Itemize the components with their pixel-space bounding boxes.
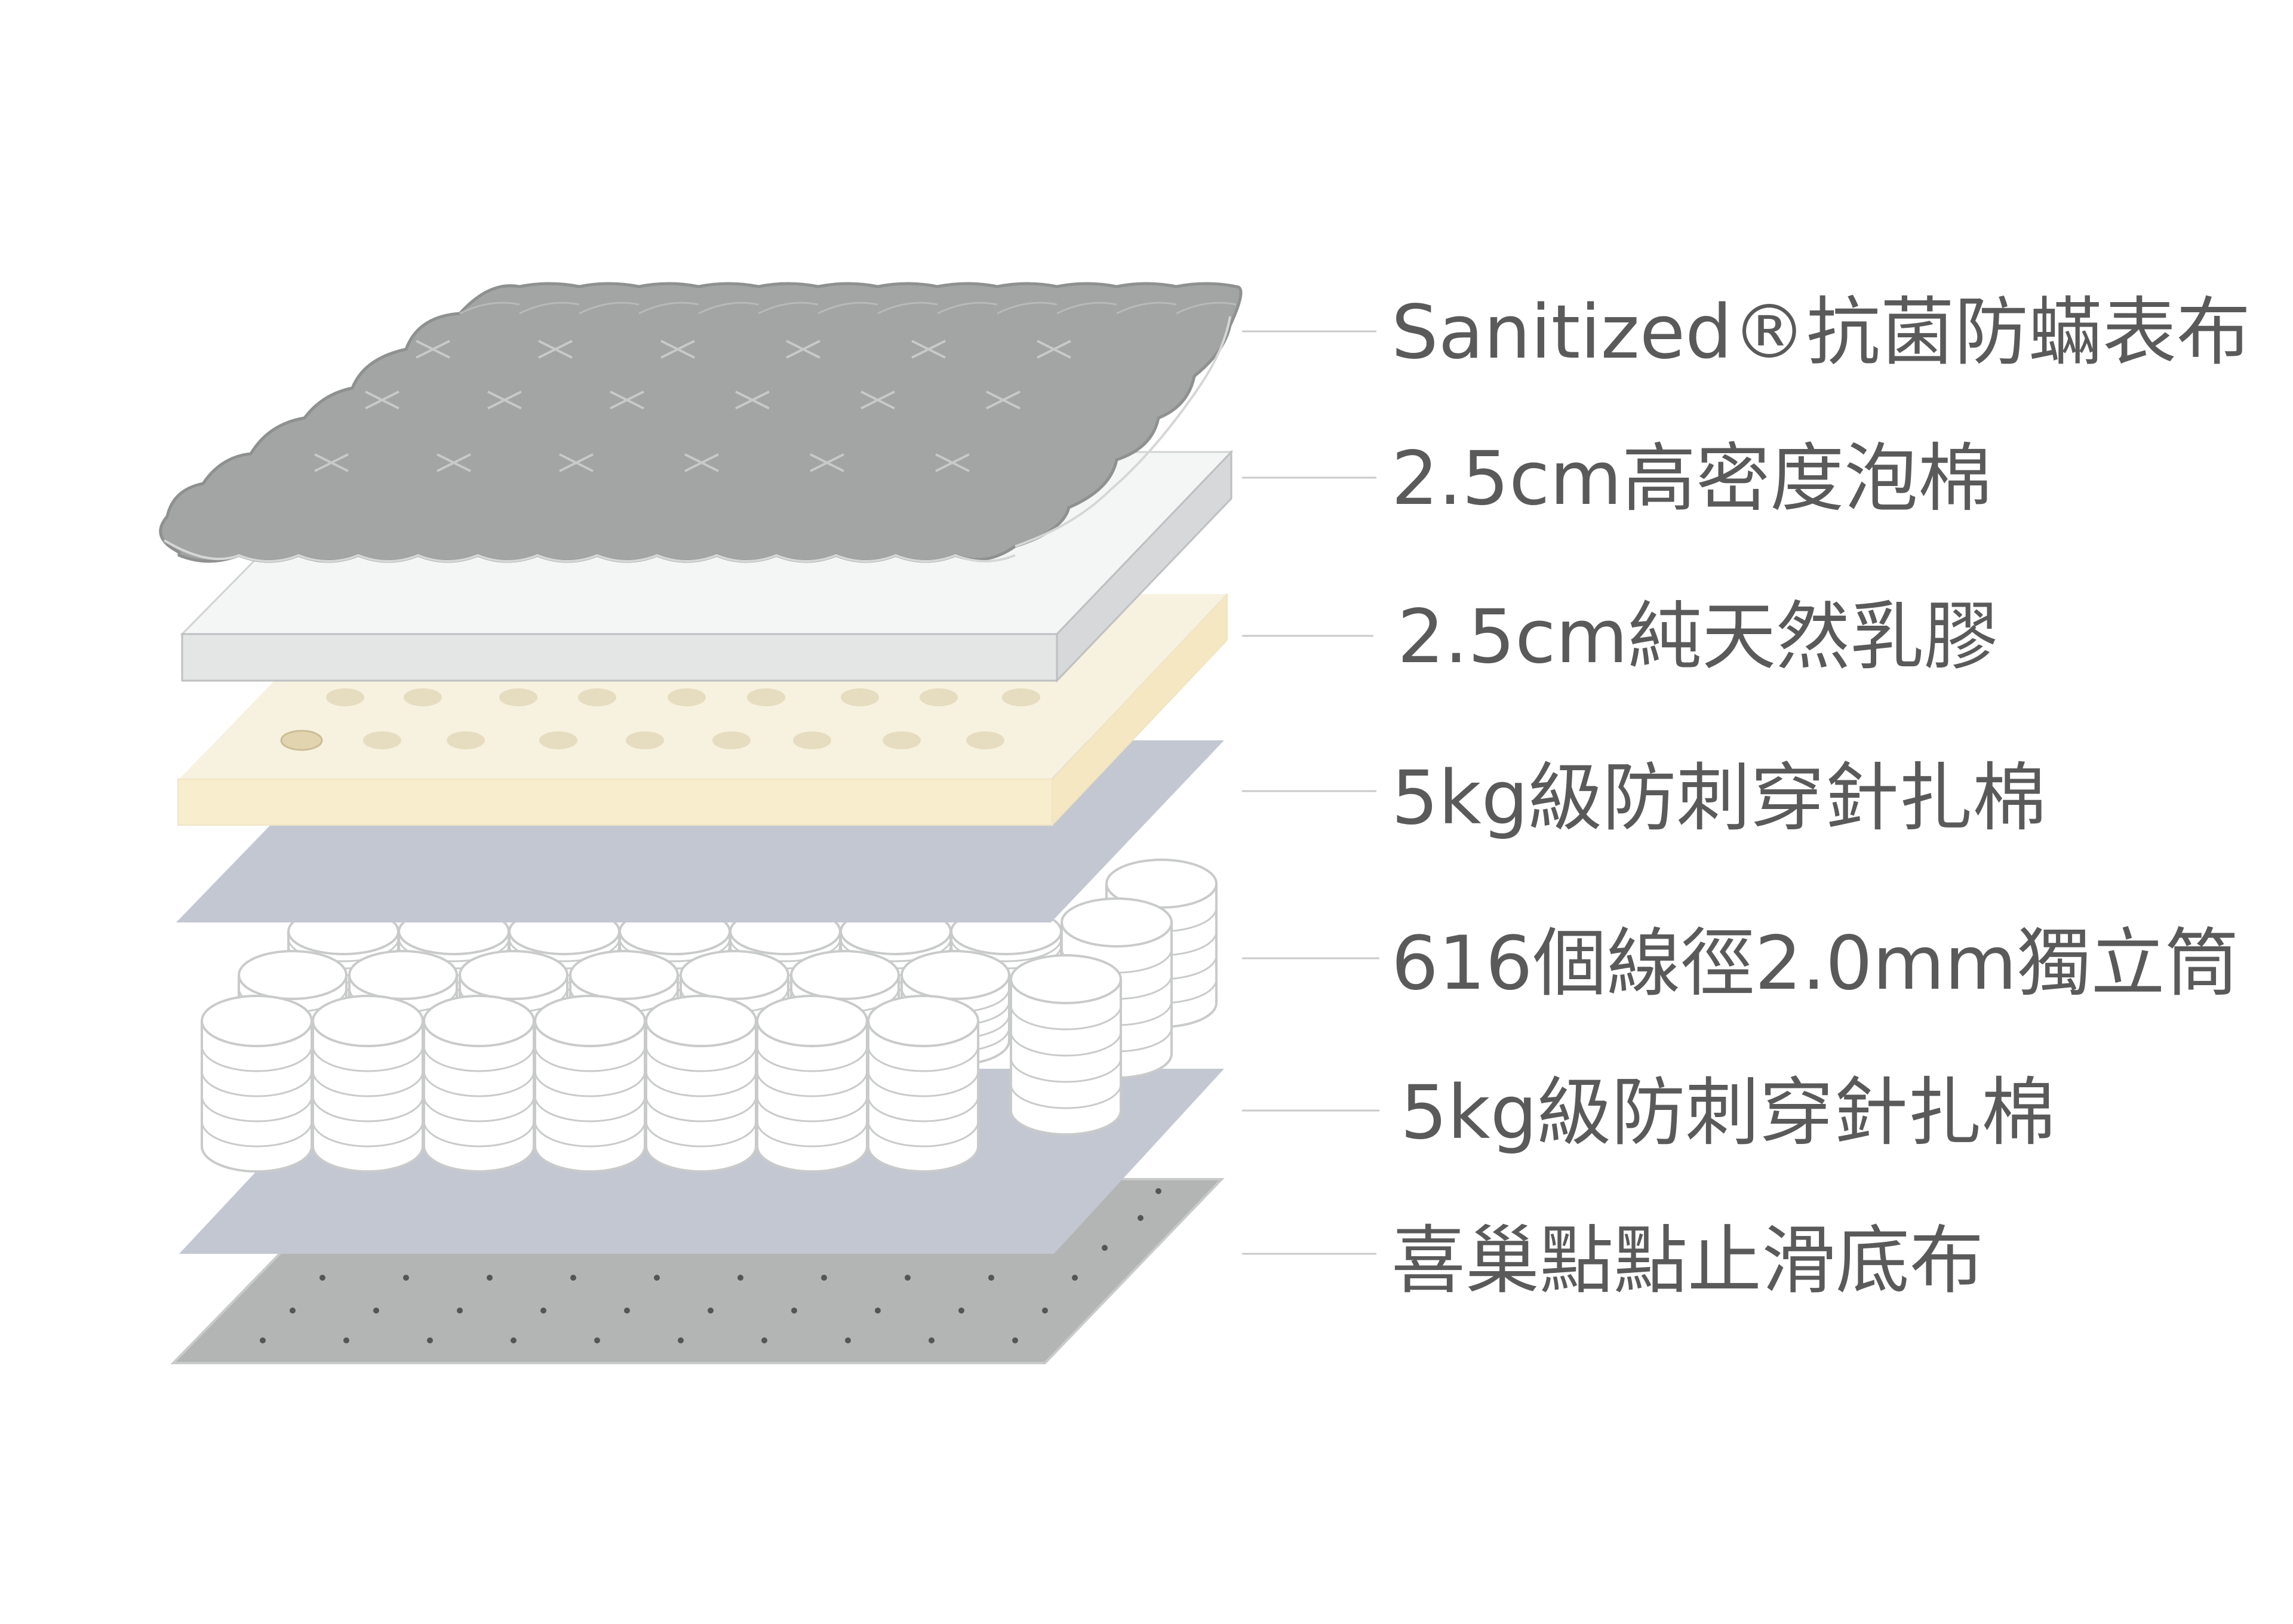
pocket-spring-layer	[201, 859, 1218, 1173]
label-springs: 616個線徑2.0mm獨立筒	[1391, 921, 2239, 1007]
label-latex: 2.5cm純天然乳膠	[1397, 594, 1999, 680]
latex-layer	[177, 592, 1228, 827]
quilted-cover-layer	[159, 282, 1243, 563]
latex-air-holes	[280, 688, 1040, 751]
foam-front-edge	[181, 633, 1058, 682]
leader-lines	[1242, 330, 1379, 1255]
label-felt-bottom: 5kg級防刺穿針扎棉	[1400, 1070, 2056, 1156]
foam-side-edge	[1056, 450, 1232, 683]
label-cover: Sanitized®抗菌防蟎表布	[1391, 290, 2251, 376]
label-foam: 2.5cm高密度泡棉	[1391, 436, 1993, 522]
latex-side-edge	[1052, 592, 1228, 827]
label-base: 喜巢點點止滑底布	[1391, 1218, 1984, 1304]
label-felt-top: 5kg級防刺穿針扎棉	[1391, 755, 2047, 841]
latex-front-edge	[177, 779, 1053, 826]
